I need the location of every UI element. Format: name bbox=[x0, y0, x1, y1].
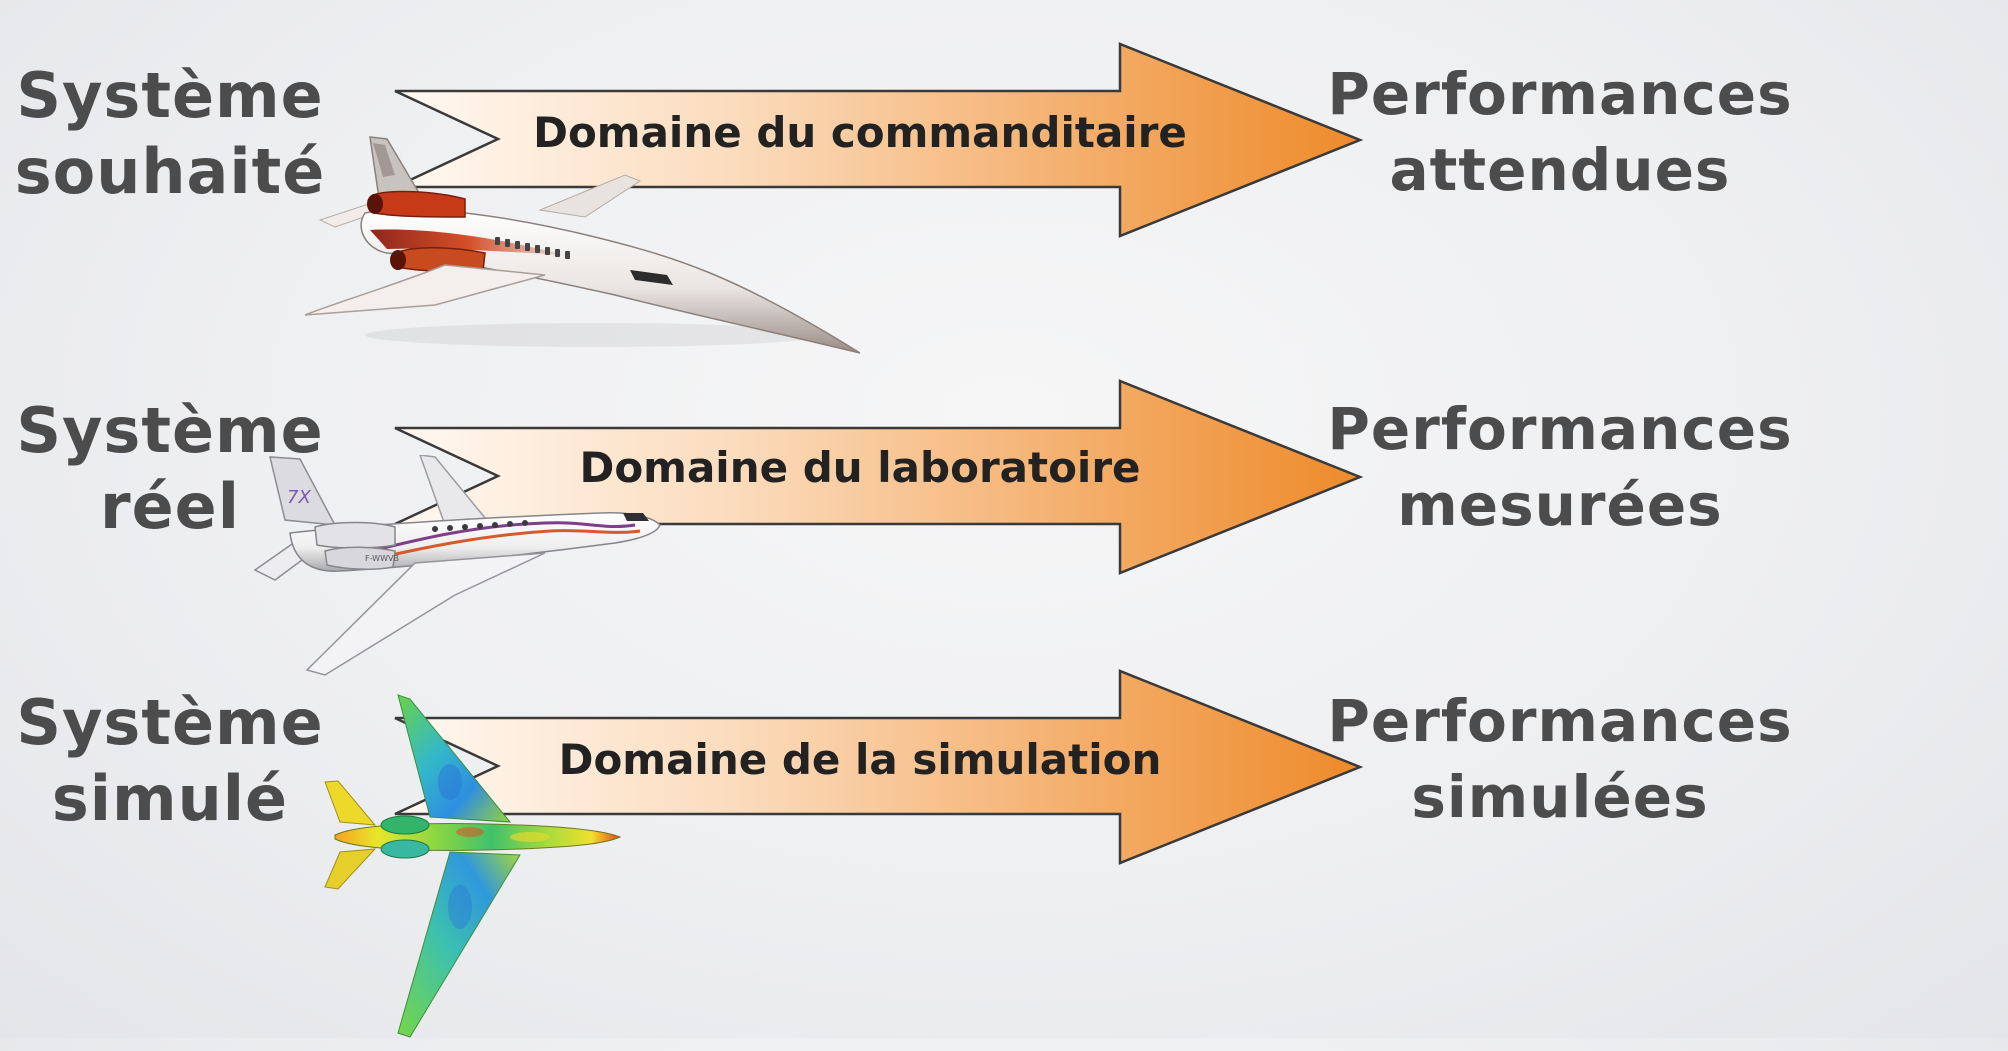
domain-label-simulation: Domaine de la simulation bbox=[558, 735, 1162, 784]
tail-marking-text: 7X bbox=[287, 487, 311, 508]
domain-arrow-sponsor bbox=[394, 42, 1364, 238]
row-real-system: Système réel bbox=[0, 365, 2008, 685]
cfd-simulated-aircraft-image bbox=[320, 687, 690, 1047]
domain-label-laboratory: Domaine du laboratoire bbox=[579, 443, 1141, 492]
performance-label-expected: Performances attendues bbox=[1327, 60, 1793, 204]
row-simulated-system: Système simulé bbox=[0, 657, 2008, 1038]
domain-label-sponsor: Domaine du commanditaire bbox=[533, 108, 1187, 157]
business-jet-image: 7X bbox=[245, 454, 725, 695]
svg-text:F-WWVB: F-WWVB bbox=[365, 554, 399, 563]
system-label-desired: Système souhaité bbox=[14, 59, 326, 208]
performance-label-simulated: Performances simulées bbox=[1327, 687, 1793, 831]
supersonic-jet-image bbox=[295, 125, 865, 375]
row-desired-system: Système souhaité bbox=[0, 30, 2008, 354]
performance-label-measured: Performances mesurées bbox=[1327, 395, 1793, 539]
system-label-real: Système réel bbox=[16, 394, 324, 543]
system-label-simulated: Système simulé bbox=[16, 686, 324, 835]
